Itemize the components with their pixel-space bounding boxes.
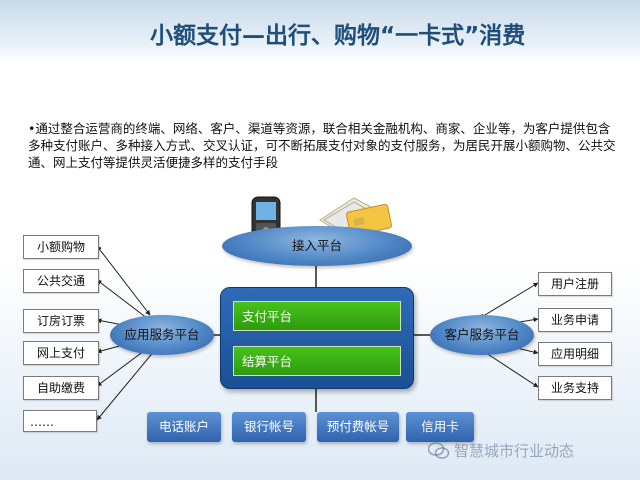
- left-item: 订房订票: [23, 309, 99, 333]
- header-band: [0, 0, 640, 62]
- right-item: 应用明细: [538, 342, 612, 366]
- right-item: 业务支持: [538, 376, 612, 400]
- bottom-item: 电话账户: [147, 412, 221, 442]
- left-item: 网上支付: [23, 341, 99, 365]
- bottom-item: 预付费帐号: [317, 412, 399, 442]
- wechat-icon: [428, 442, 450, 459]
- left-item: 公共交通: [23, 269, 99, 293]
- access-platform: 接入平台: [222, 226, 412, 266]
- app-service-platform: 应用服务平台: [110, 315, 214, 355]
- right-item: 业务申请: [538, 308, 612, 332]
- customer-service-platform: 客户服务平台: [430, 315, 534, 355]
- description-text: •通过整合运营商的终端、网络、客户、渠道等资源，联合相关金融机构、商家、企业等，…: [28, 121, 616, 170]
- customer-service-platform-label: 客户服务平台: [444, 327, 520, 342]
- watermark: 智慧城市行业动态: [428, 440, 574, 461]
- app-service-platform-label: 应用服务平台: [124, 327, 200, 342]
- access-platform-label: 接入平台: [291, 238, 342, 253]
- core-platform: 支付平台 结算平台: [220, 287, 414, 389]
- watermark-text: 智慧城市行业动态: [454, 442, 575, 460]
- bottom-item: 银行帐号: [232, 412, 306, 442]
- settlement-platform: 结算平台: [233, 346, 401, 376]
- bottom-item: 信用卡: [406, 412, 474, 442]
- left-item: 自助缴费: [23, 376, 99, 400]
- right-item: 用户注册: [538, 272, 612, 296]
- left-item: ……: [23, 410, 97, 432]
- left-item: 小额购物: [23, 235, 99, 259]
- page-title: 小额支付—出行、购物“一卡式”消费: [150, 23, 526, 49]
- payment-platform: 支付平台: [233, 301, 401, 331]
